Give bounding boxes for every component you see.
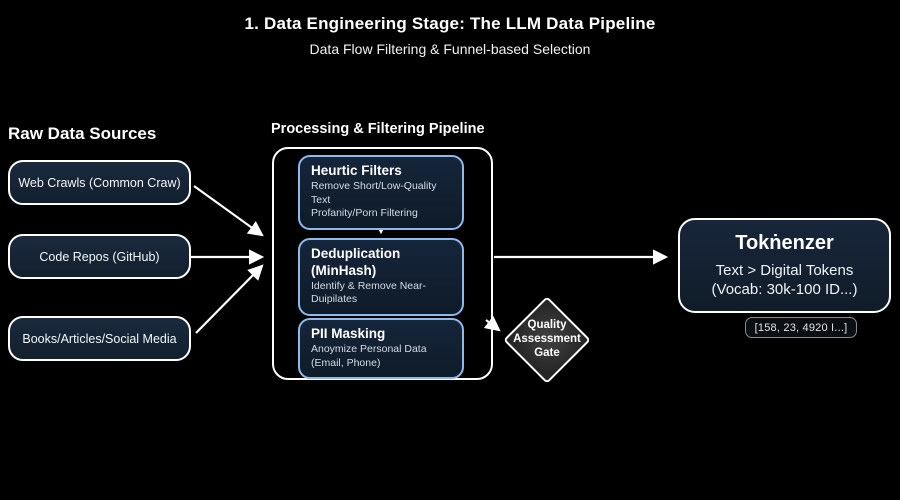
quality-assessment-gate: Quality Assessment Gate [503, 296, 591, 384]
gate-line: Assessment [513, 333, 581, 346]
stage-subtext: Profanity/Porn Filtering [311, 207, 418, 220]
pipeline-heading: Processing & Filtering Pipeline [271, 121, 485, 137]
raw-data-sources-heading: Raw Data Sources [8, 124, 157, 143]
stage-title: Deduplication (MinHash) [311, 246, 401, 278]
source-label: Books/Articles/Social Media [22, 331, 177, 346]
tokenizer-line2: (Vocab: 30k-100 ID...) [711, 280, 858, 298]
tokenizer-line1: Text > Digital Tokens [715, 261, 854, 279]
stage-subtext: Anoymize Personal Data [311, 342, 427, 355]
source-label: Code Repos (GitHub) [39, 249, 160, 264]
gate-label: Quality Assessment Gate [503, 296, 591, 384]
stage-heuristic-filters: Heurtic Filters Remove Short/Low-Quality… [298, 155, 464, 230]
source-box-books-articles: Books/Articles/Social Media [8, 316, 191, 361]
token-ids-badge: [158, 23, 4920 I...] [745, 317, 857, 338]
arrow-webcrawls-to-pipeline [193, 185, 264, 237]
token-ids-text: [158, 23, 4920 I...] [754, 321, 848, 334]
stage-deduplication: Deduplication (MinHash) Identify & Remov… [298, 238, 464, 317]
slide-title: 1. Data Engineering Stage: The LLM Data … [244, 14, 656, 33]
stage-pii-masking: PII Masking Anoymize Personal Data (Emai… [298, 318, 464, 380]
stage-subtext: Identify & Remove Near-Duipilates [311, 279, 426, 306]
source-box-web-crawls: Web Crawls (Common Craw) [8, 160, 191, 205]
slide-subtitle: Data Flow Filtering & Funnel-based Selec… [309, 41, 591, 57]
gate-line: Quality [527, 319, 567, 332]
stage-title: PII Masking [311, 326, 386, 341]
gate-line: Gate [534, 346, 560, 359]
stage-title: Heurtic Filters [311, 163, 402, 178]
stage-subtext: Remove Short/Low-Quality Text [311, 179, 437, 206]
tokenizer-box: Tokṅenzer Text > Digital Tokens (Vocab: … [678, 218, 891, 313]
stage-subtext: (Email, Phone) [311, 356, 381, 369]
arrow-books-to-pipeline [195, 264, 264, 334]
source-box-code-repos: Code Repos (GitHub) [8, 234, 191, 279]
tokenizer-title: Tokṅenzer [735, 231, 834, 254]
source-label: Web Crawls (Common Craw) [18, 175, 181, 190]
